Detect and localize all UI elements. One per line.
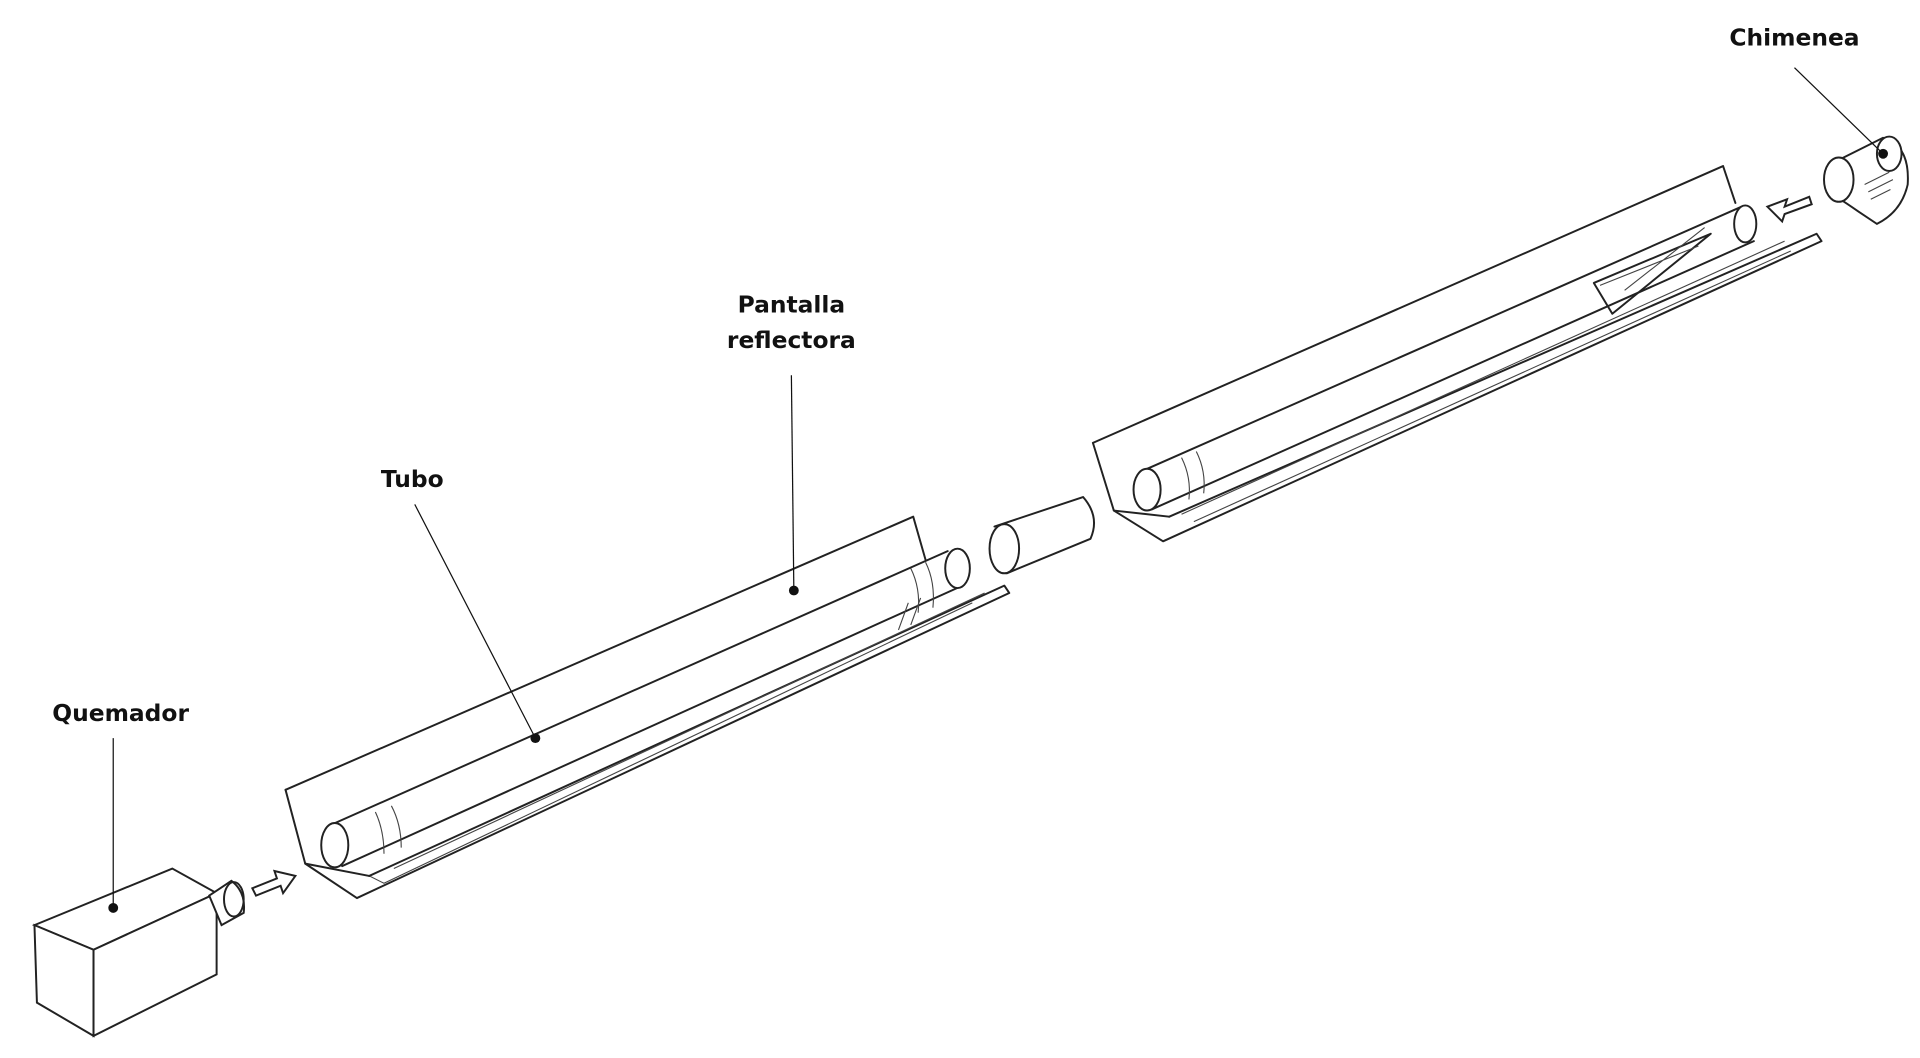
arrow-left-icon [1765, 195, 1813, 224]
burner-box [31, 867, 219, 1038]
tube-left [320, 547, 971, 869]
leader-quemador [108, 738, 119, 913]
leader-tubo [414, 504, 541, 744]
label-tubo: Tubo [381, 465, 444, 493]
label-pantalla-line1: Pantalla [738, 290, 846, 318]
leader-pantalla [788, 375, 799, 596]
tube-right [1132, 204, 1758, 512]
leader-chimenea [1794, 67, 1888, 159]
burner-connector [208, 879, 246, 927]
chimney-elbow [1823, 135, 1909, 226]
coupler-tube [988, 496, 1096, 575]
label-quemador: Quemador [52, 699, 189, 727]
arrow-right-icon [250, 869, 298, 897]
reflector-section-left [284, 515, 1011, 900]
reflector-section-right [1091, 165, 1823, 543]
label-pantalla-line2: reflectora [727, 326, 856, 354]
label-chimenea: Chimenea [1729, 24, 1859, 52]
